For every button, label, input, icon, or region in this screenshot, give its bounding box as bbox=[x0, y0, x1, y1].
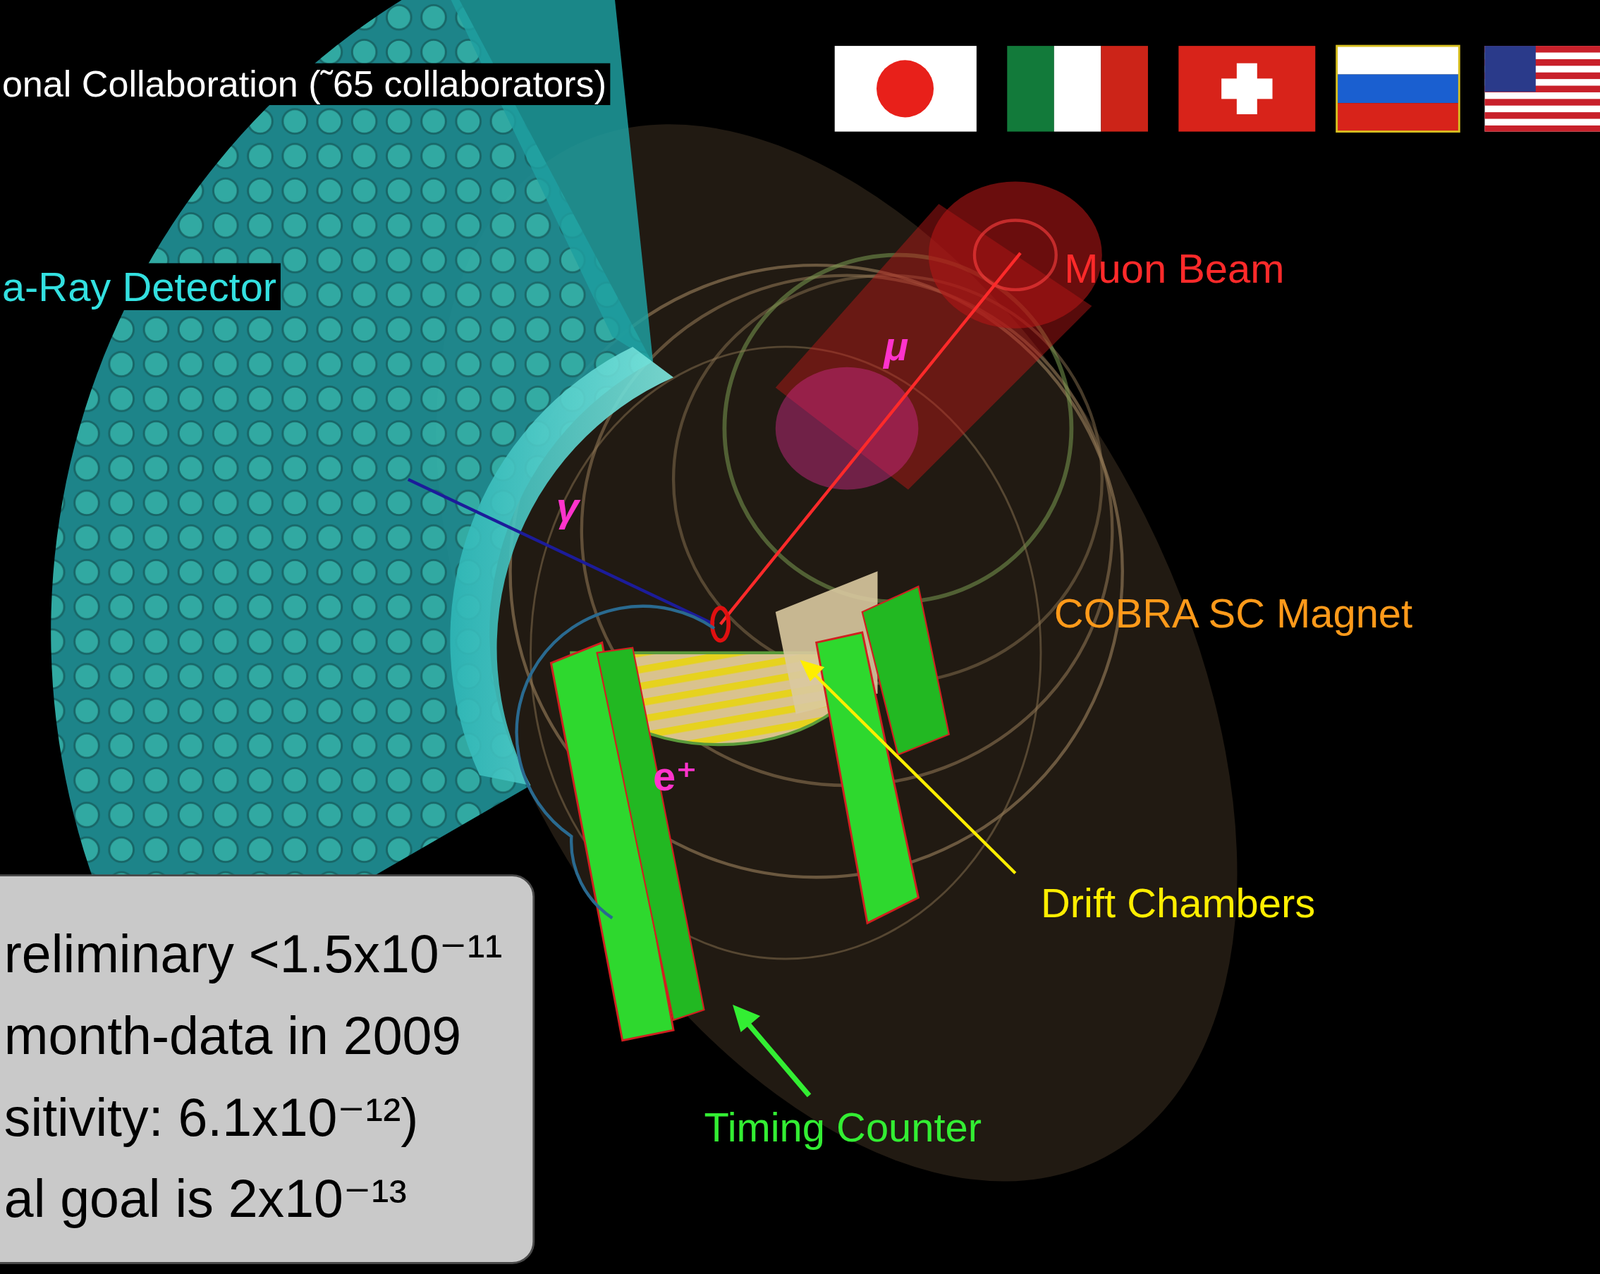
flag-border bbox=[1336, 45, 1460, 132]
muon-track bbox=[720, 253, 1021, 625]
muon-beam bbox=[720, 181, 1103, 625]
particle-symbol: e⁺ bbox=[652, 753, 698, 801]
gamma-track bbox=[408, 479, 715, 625]
flag-stripe bbox=[1484, 125, 1600, 132]
flag-band bbox=[1336, 45, 1460, 75]
part-name: Muon Beam bbox=[1064, 244, 1285, 292]
flag-italy bbox=[1006, 45, 1148, 132]
flag-japan bbox=[834, 45, 977, 132]
flag-stripe bbox=[1484, 98, 1600, 106]
positron-track bbox=[516, 606, 715, 919]
part-name: COBRA SC Magnet bbox=[1054, 589, 1413, 637]
leader-line bbox=[814, 674, 1016, 873]
stopping-target bbox=[712, 607, 729, 641]
beam-pipe-ring bbox=[775, 367, 919, 491]
flag-field bbox=[1484, 45, 1600, 132]
timing-counter-bars bbox=[597, 648, 705, 1021]
result-line: al goal is 2x10⁻¹³ bbox=[4, 1157, 503, 1240]
timing-counter bbox=[550, 586, 949, 1041]
arrow-head bbox=[732, 1004, 761, 1033]
flag-switzerland bbox=[1178, 45, 1316, 132]
timing-counter-bars bbox=[862, 586, 950, 756]
beam-pipe-ring bbox=[974, 220, 1057, 290]
part-name: Timing Counter bbox=[703, 1104, 982, 1152]
leader-line bbox=[744, 1020, 809, 1096]
result-box: reliminary <1.5x10⁻¹¹month-data in 2009s… bbox=[0, 874, 535, 1265]
flag-russia bbox=[1336, 45, 1460, 132]
flag-band bbox=[1336, 102, 1460, 132]
particle-symbol: γ bbox=[556, 483, 579, 531]
gamma-ray-detector bbox=[50, 0, 674, 1005]
flag-band bbox=[1336, 74, 1460, 104]
arrow-head bbox=[800, 660, 826, 682]
flag-disc bbox=[876, 59, 934, 118]
flag-band bbox=[1006, 45, 1055, 132]
result-line: month-data in 2009 bbox=[4, 994, 503, 1077]
result-line: sitivity: 6.1x10⁻¹²) bbox=[4, 1076, 503, 1159]
flag-band bbox=[1100, 45, 1148, 132]
flag-cross bbox=[1221, 78, 1273, 99]
particle-symbol: μ bbox=[883, 322, 909, 370]
detector-end-face bbox=[438, 0, 653, 363]
leader-arrows bbox=[732, 660, 1016, 1096]
flag-field bbox=[1178, 45, 1316, 132]
part-name: a-Ray Detector bbox=[2, 263, 281, 311]
flag-usa bbox=[1484, 45, 1600, 132]
collaboration-heading: onal Collaboration (˜65 collaborators) bbox=[2, 63, 611, 106]
result-line: reliminary <1.5x10⁻¹¹ bbox=[4, 913, 503, 995]
flag-field bbox=[834, 45, 977, 132]
flag-band bbox=[1054, 45, 1102, 132]
flag-stripe bbox=[1484, 112, 1600, 119]
part-name: Drift Chambers bbox=[1040, 879, 1316, 927]
flag-canton bbox=[1484, 45, 1536, 92]
